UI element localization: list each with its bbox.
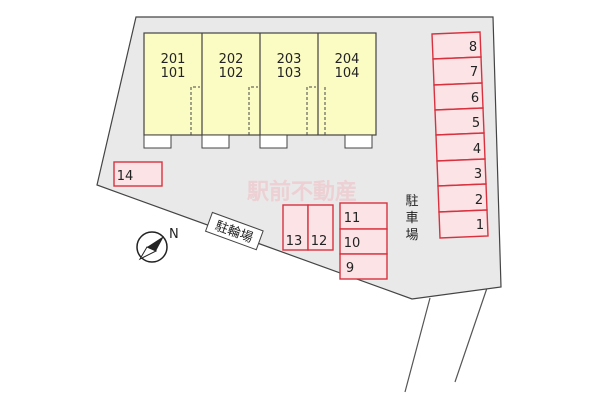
parking-space-number: 3 <box>474 167 482 182</box>
parking-space <box>339 253 388 280</box>
parking-space-number: 13 <box>286 234 303 249</box>
unit-label-upper: 202 <box>219 52 244 67</box>
unit-label-lower: 101 <box>161 66 186 81</box>
unit-label-lower: 103 <box>277 66 302 81</box>
unit-label-upper: 203 <box>277 52 302 67</box>
apartment-building: 201 101 202 102 203 103 204 104 <box>143 32 377 149</box>
unit-label-lower: 104 <box>335 66 360 81</box>
road-edge-right <box>454 287 488 383</box>
parking-space-number: 2 <box>475 193 483 208</box>
unit-label-lower: 102 <box>219 66 244 81</box>
watermark-text: 駅前不動産 <box>247 179 357 205</box>
parking-area-label: 駐 車 場 <box>405 194 418 243</box>
parking-space-number: 7 <box>470 65 478 80</box>
parking-space-number: 12 <box>311 234 328 249</box>
parking-column-right <box>431 31 489 239</box>
parking-space-number: 5 <box>472 116 480 131</box>
parking-space-number: 14 <box>117 169 134 184</box>
parking-space-number: 11 <box>344 211 361 226</box>
unit-label-upper: 201 <box>161 52 186 67</box>
parking-column-center <box>339 202 388 280</box>
parking-space-number: 9 <box>346 261 354 276</box>
parking-space <box>282 204 309 251</box>
parking-space-number: 10 <box>344 236 361 251</box>
parking-space <box>307 204 334 251</box>
north-letter: N <box>169 227 179 242</box>
parking-label-char-2: 車 <box>405 211 418 226</box>
parking-space-number: 4 <box>473 142 481 157</box>
north-arrow-icon: N <box>136 227 179 263</box>
parking-label-char-3: 場 <box>405 228 418 243</box>
parking-space <box>113 161 163 187</box>
parking-space-number: 1 <box>476 218 484 233</box>
parking-space-number: 6 <box>471 91 479 106</box>
road-edge-left <box>404 297 431 393</box>
parking-labels-right: 8 7 6 5 4 3 2 1 <box>469 40 484 233</box>
parking-pair <box>282 204 334 251</box>
parking-space <box>438 209 489 239</box>
unit-label-upper: 204 <box>335 52 360 67</box>
parking-space <box>339 228 388 255</box>
parking-label-char-1: 駐 <box>405 194 418 209</box>
parking-space-number: 8 <box>469 40 477 55</box>
